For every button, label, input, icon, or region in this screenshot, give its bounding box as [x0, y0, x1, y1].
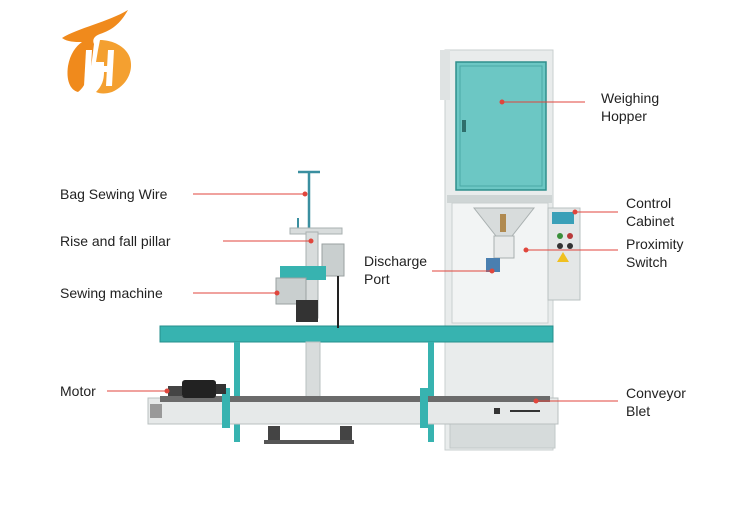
label-conveyor-belt-line-2: Blet: [626, 403, 651, 419]
brand-logo: [62, 10, 132, 94]
label-discharge-port: Discharge Port: [364, 252, 427, 288]
discharge-funnel: [472, 207, 536, 272]
label-motor: Motor: [60, 383, 96, 399]
leader-lines: [107, 99, 618, 404]
label-conveyor-belt-line-1: Conveyor: [626, 385, 686, 401]
label-proximity-switch-line-2: Switch: [626, 254, 668, 270]
label-control-cabinet: Control Cabinet: [626, 194, 674, 230]
label-proximity-switch: Proximity Switch: [626, 235, 684, 271]
label-discharge-port-line-2: Port: [364, 271, 390, 287]
weighing-hopper: [455, 61, 547, 191]
sewing-machine-assembly: [275, 170, 345, 328]
conveyor-table: [159, 325, 554, 442]
conveyor-belt: [147, 388, 559, 444]
label-control-cabinet-line-1: Control: [626, 195, 672, 211]
control-cabinet: [547, 207, 581, 301]
label-weighing-hopper: Weighing Hopper: [601, 89, 659, 125]
label-bag-sewing-wire: Bag Sewing Wire: [60, 186, 168, 202]
label-proximity-switch-line-1: Proximity: [626, 236, 684, 252]
label-rise-and-fall-pillar: Rise and fall pillar: [60, 233, 171, 249]
label-discharge-port-line-1: Discharge: [364, 253, 428, 269]
motor: [168, 380, 226, 398]
label-conveyor-belt: Conveyor Blet: [626, 384, 686, 420]
label-weighing-hopper-line-1: Weighing: [601, 90, 660, 106]
label-sewing-machine: Sewing machine: [60, 285, 163, 301]
label-control-cabinet-line-2: Cabinet: [626, 213, 675, 229]
label-weighing-hopper-line-2: Hopper: [601, 108, 647, 124]
